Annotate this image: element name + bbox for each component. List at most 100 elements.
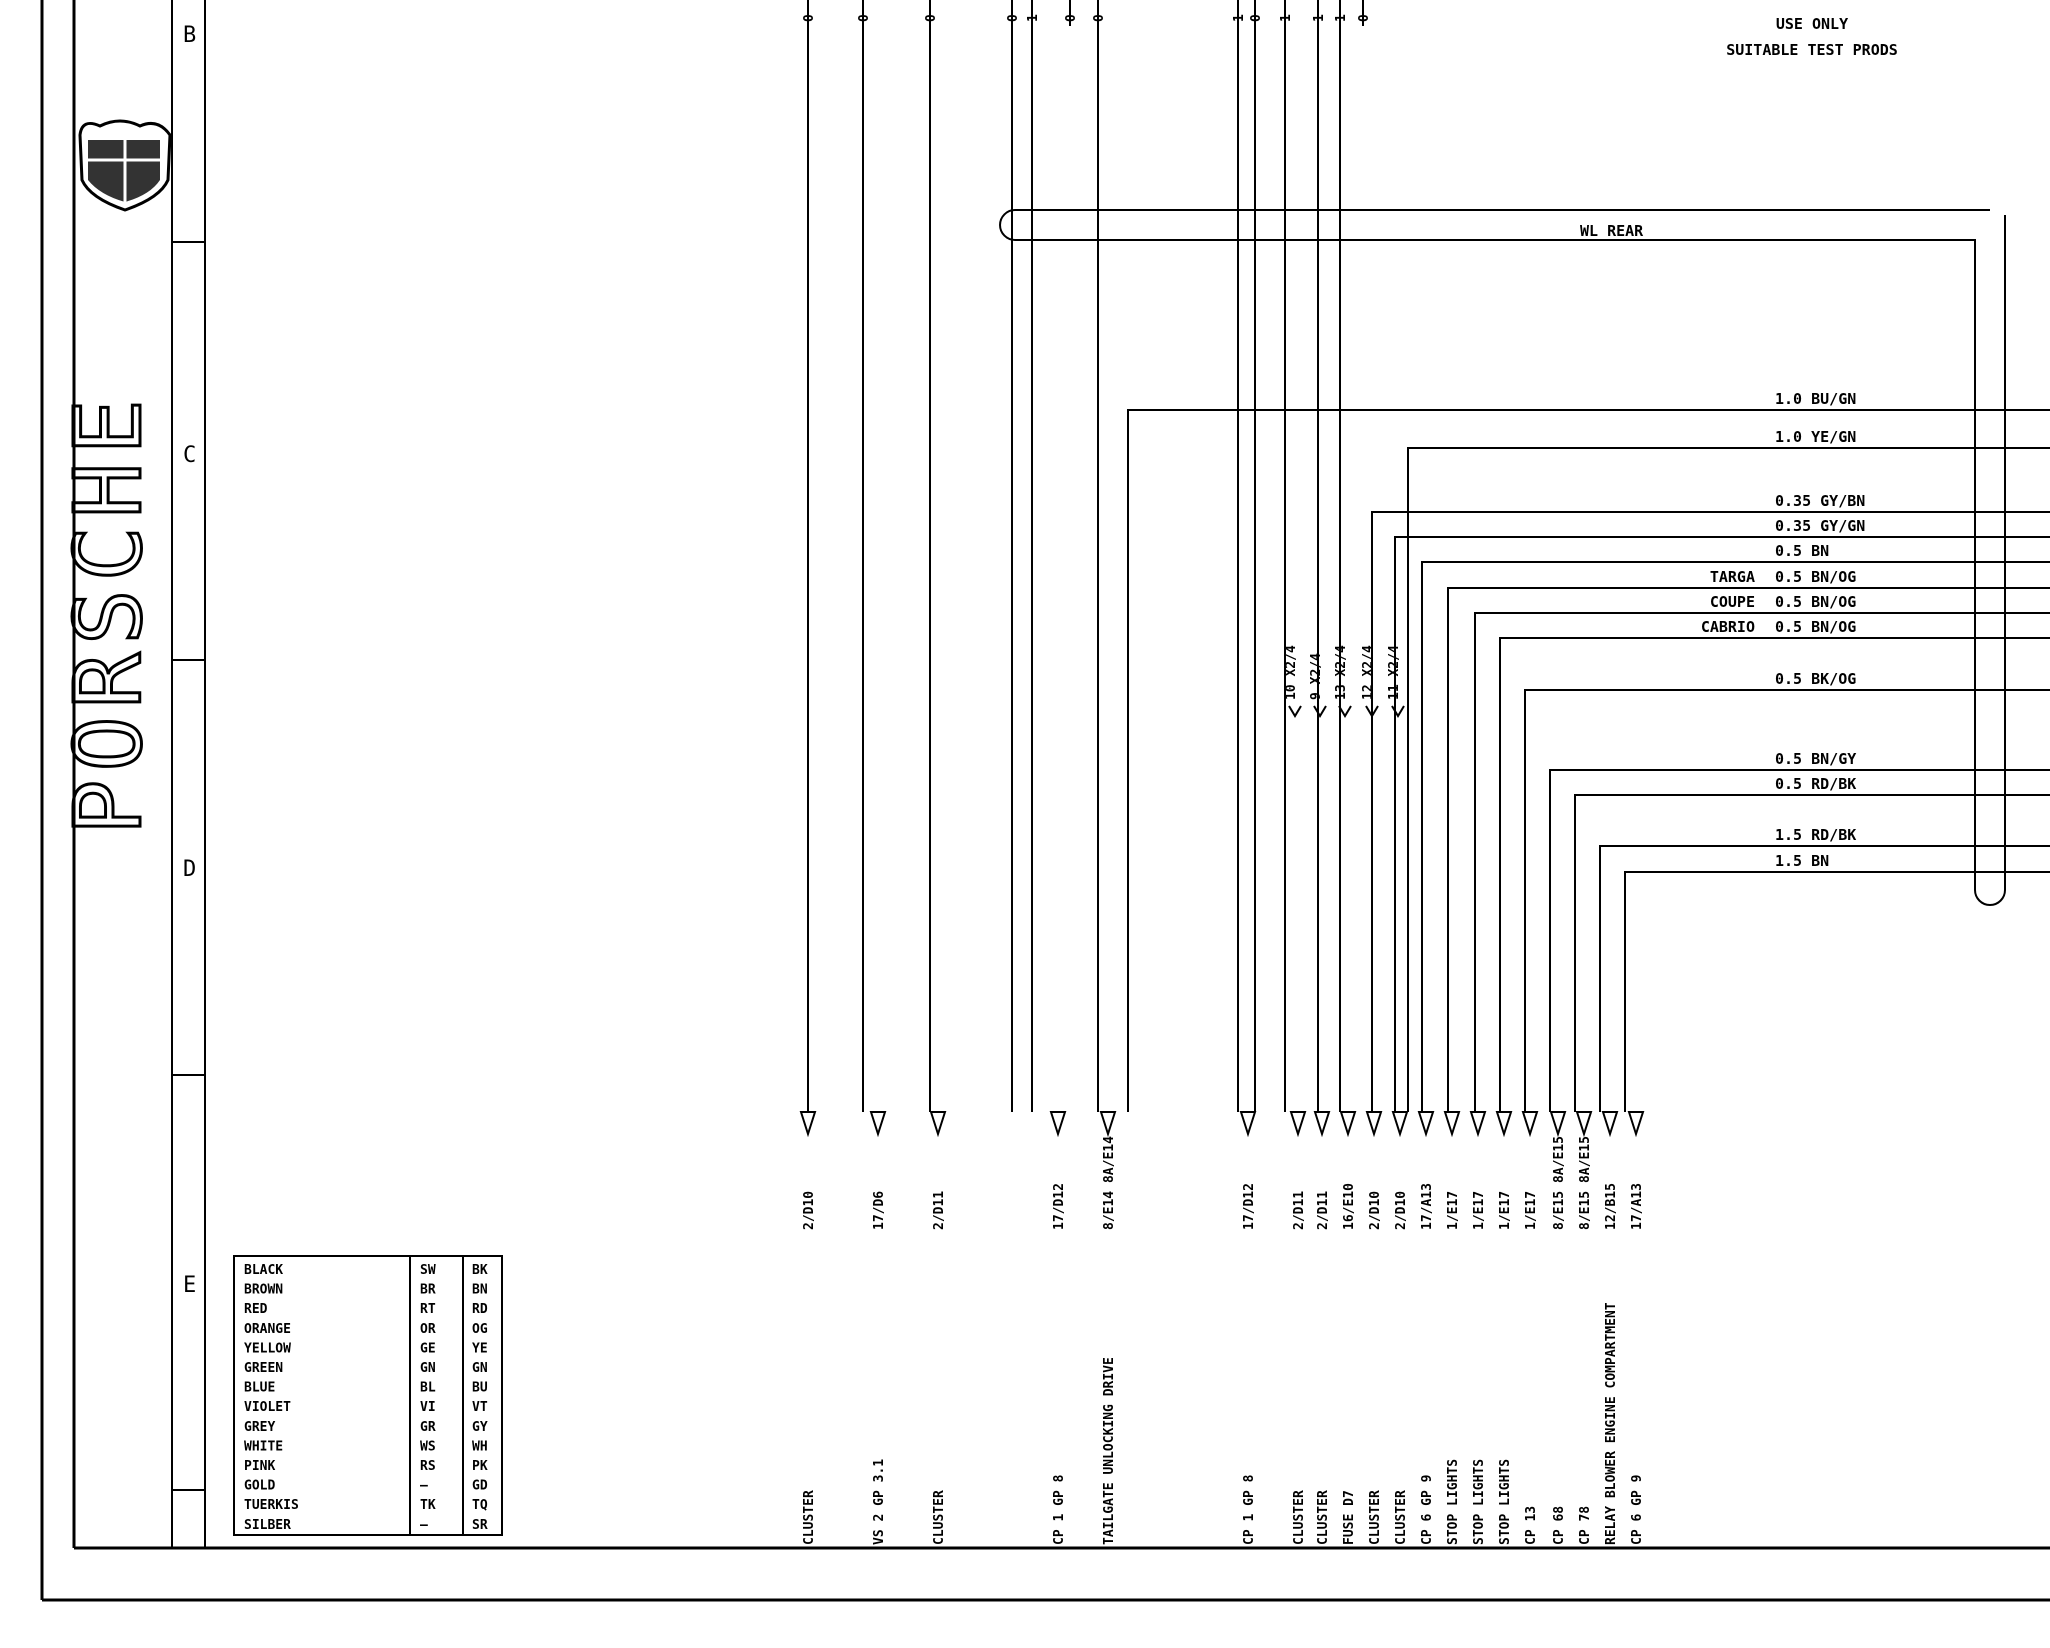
- destination-ref: 16/E10: [1342, 1183, 1357, 1230]
- destination-ref: 8/E15 8A/E15: [1578, 1136, 1593, 1230]
- wire-route: [1394, 536, 2050, 1112]
- terminal-arrow-icon: [1521, 1111, 1539, 1138]
- top-terminal-label: 0: [1006, 14, 1021, 22]
- wire-route: [1599, 845, 2050, 1112]
- legend-code-en: BN: [472, 1283, 488, 1298]
- top-terminal-label: 0: [857, 14, 872, 22]
- destination-ref: 2/D10: [802, 1191, 817, 1230]
- legend-code-en: WH: [472, 1439, 488, 1454]
- wire-label: 0.5 BN/OG: [1775, 618, 1856, 636]
- top-terminal-label: 1: [1279, 14, 1294, 22]
- legend-code-de: SW: [420, 1263, 436, 1278]
- terminal-arrow-icon: [1339, 1111, 1357, 1138]
- wire-route: [1371, 511, 2050, 1112]
- destination-name: RELAY BLOWER ENGINE COMPARTMENT: [1604, 1302, 1619, 1545]
- wire-route: [1474, 612, 2050, 1112]
- destination-name: CP 1 GP 8: [1242, 1474, 1257, 1545]
- connector-arrow-icon: [1288, 705, 1302, 718]
- wire-label: 0.5 BN/OG: [1775, 568, 1856, 586]
- connector-label: 11 X2/4: [1387, 645, 1402, 700]
- destination-ref: 17/D6: [872, 1191, 887, 1230]
- legend-color-name: GOLD: [244, 1479, 275, 1494]
- legend-code-de: OR: [420, 1322, 436, 1337]
- destination-name: CP 6 GP 9: [1420, 1475, 1435, 1545]
- top-terminal-label: 0: [1249, 14, 1264, 22]
- legend-code-de: GN: [420, 1361, 436, 1376]
- wl-rear-loop: WL REAR: [999, 209, 2006, 906]
- wire-route: [1421, 561, 2050, 1112]
- connector-arrow-icon: [1365, 705, 1379, 718]
- destination-name: FUSE D7: [1342, 1490, 1357, 1545]
- legend-code-en: RD: [472, 1302, 488, 1317]
- terminal-arrow-icon: [1365, 1111, 1383, 1138]
- legend-code-en: VT: [472, 1400, 488, 1415]
- wire-route: [1127, 409, 2050, 1112]
- wire-variant-label: CABRIO: [1701, 618, 1755, 636]
- destination-name: TAILGATE UNLOCKING DRIVE: [1102, 1357, 1117, 1545]
- destination-name: CP 6 GP 9: [1630, 1475, 1645, 1545]
- destination-ref: 1/E17: [1524, 1191, 1539, 1230]
- legend-color-name: PINK: [244, 1459, 275, 1474]
- grid-row-e: E: [183, 1273, 196, 1298]
- top-terminal-label: 0: [1357, 14, 1372, 22]
- legend-code-de: GR: [420, 1420, 436, 1435]
- legend-color-name: TUERKIS: [244, 1498, 299, 1513]
- destination-ref: 17/A13: [1420, 1183, 1435, 1230]
- legend-code-en: GD: [472, 1479, 488, 1494]
- terminal-arrow-icon: [1575, 1111, 1593, 1138]
- destination-name: CP 1 GP 8: [1052, 1474, 1067, 1545]
- terminal-arrow-icon: [1601, 1111, 1619, 1138]
- top-terminal-label: 0: [1092, 14, 1107, 22]
- destination-name: CLUSTER: [802, 1490, 817, 1545]
- destination-ref: 8/E15 8A/E15: [1552, 1136, 1567, 1230]
- legend-code-de: RT: [420, 1302, 436, 1317]
- connector-arrow-icon: [1391, 705, 1405, 718]
- terminal-arrow-icon: [1289, 1111, 1307, 1138]
- wire-label: 0.5 BN: [1775, 542, 1829, 560]
- legend-code-en: BK: [472, 1263, 488, 1278]
- legend-color-name: ORANGE: [244, 1322, 291, 1337]
- legend-code-en: SR: [472, 1518, 488, 1533]
- terminal-arrow-icon: [1495, 1111, 1513, 1138]
- legend-color-name: BLACK: [244, 1263, 283, 1278]
- grid-row-d: D: [183, 857, 196, 882]
- destination-name: STOP LIGHTS: [1498, 1459, 1513, 1545]
- legend-code-de: BL: [420, 1381, 436, 1396]
- grid-row-labels: B C D E: [183, 23, 196, 1298]
- terminal-arrow-icon: [799, 1111, 817, 1138]
- wire-label: 0.5 BN/GY: [1775, 750, 1856, 768]
- legend-color-name: BLUE: [244, 1381, 275, 1396]
- porsche-crest-icon: [78, 119, 172, 212]
- legend-color-name: GREY: [244, 1420, 275, 1435]
- wl-rear-label: WL REAR: [1580, 222, 1644, 240]
- wire-route: [1407, 447, 2050, 1112]
- connector-label: 13 X2/4: [1334, 645, 1349, 700]
- terminal-arrow-icon: [1313, 1111, 1331, 1138]
- legend-code-de: GE: [420, 1341, 436, 1356]
- legend-code-de: —: [420, 1518, 428, 1533]
- terminal-arrow-icon: [1549, 1111, 1567, 1138]
- wire-label: 0.35 GY/BN: [1775, 492, 1865, 510]
- destination-name: CLUSTER: [932, 1490, 947, 1545]
- legend-color-name: BROWN: [244, 1283, 283, 1298]
- legend-code-en: GY: [472, 1420, 488, 1435]
- legend-color-name: VIOLET: [244, 1400, 291, 1415]
- wire-label: 1.5 BN: [1775, 852, 1829, 870]
- wire-route: [1447, 587, 2050, 1112]
- top-terminal-label: 1: [1312, 14, 1327, 22]
- legend-code-en: TQ: [472, 1498, 488, 1513]
- terminal-arrow-icon: [1627, 1111, 1645, 1138]
- terminal-arrow-icon: [1391, 1111, 1409, 1138]
- destination-name: CP 68: [1552, 1506, 1567, 1545]
- legend-code-en: PK: [472, 1459, 488, 1474]
- destination-name: STOP LIGHTS: [1446, 1459, 1461, 1545]
- wire-label: 1.0 YE/GN: [1775, 428, 1856, 446]
- destination-name: CLUSTER: [1316, 1490, 1331, 1545]
- wire-label: 0.5 BK/OG: [1775, 670, 1856, 688]
- connector-label: 10 X2/4: [1284, 645, 1299, 700]
- top-terminal-label: 1: [1232, 14, 1247, 22]
